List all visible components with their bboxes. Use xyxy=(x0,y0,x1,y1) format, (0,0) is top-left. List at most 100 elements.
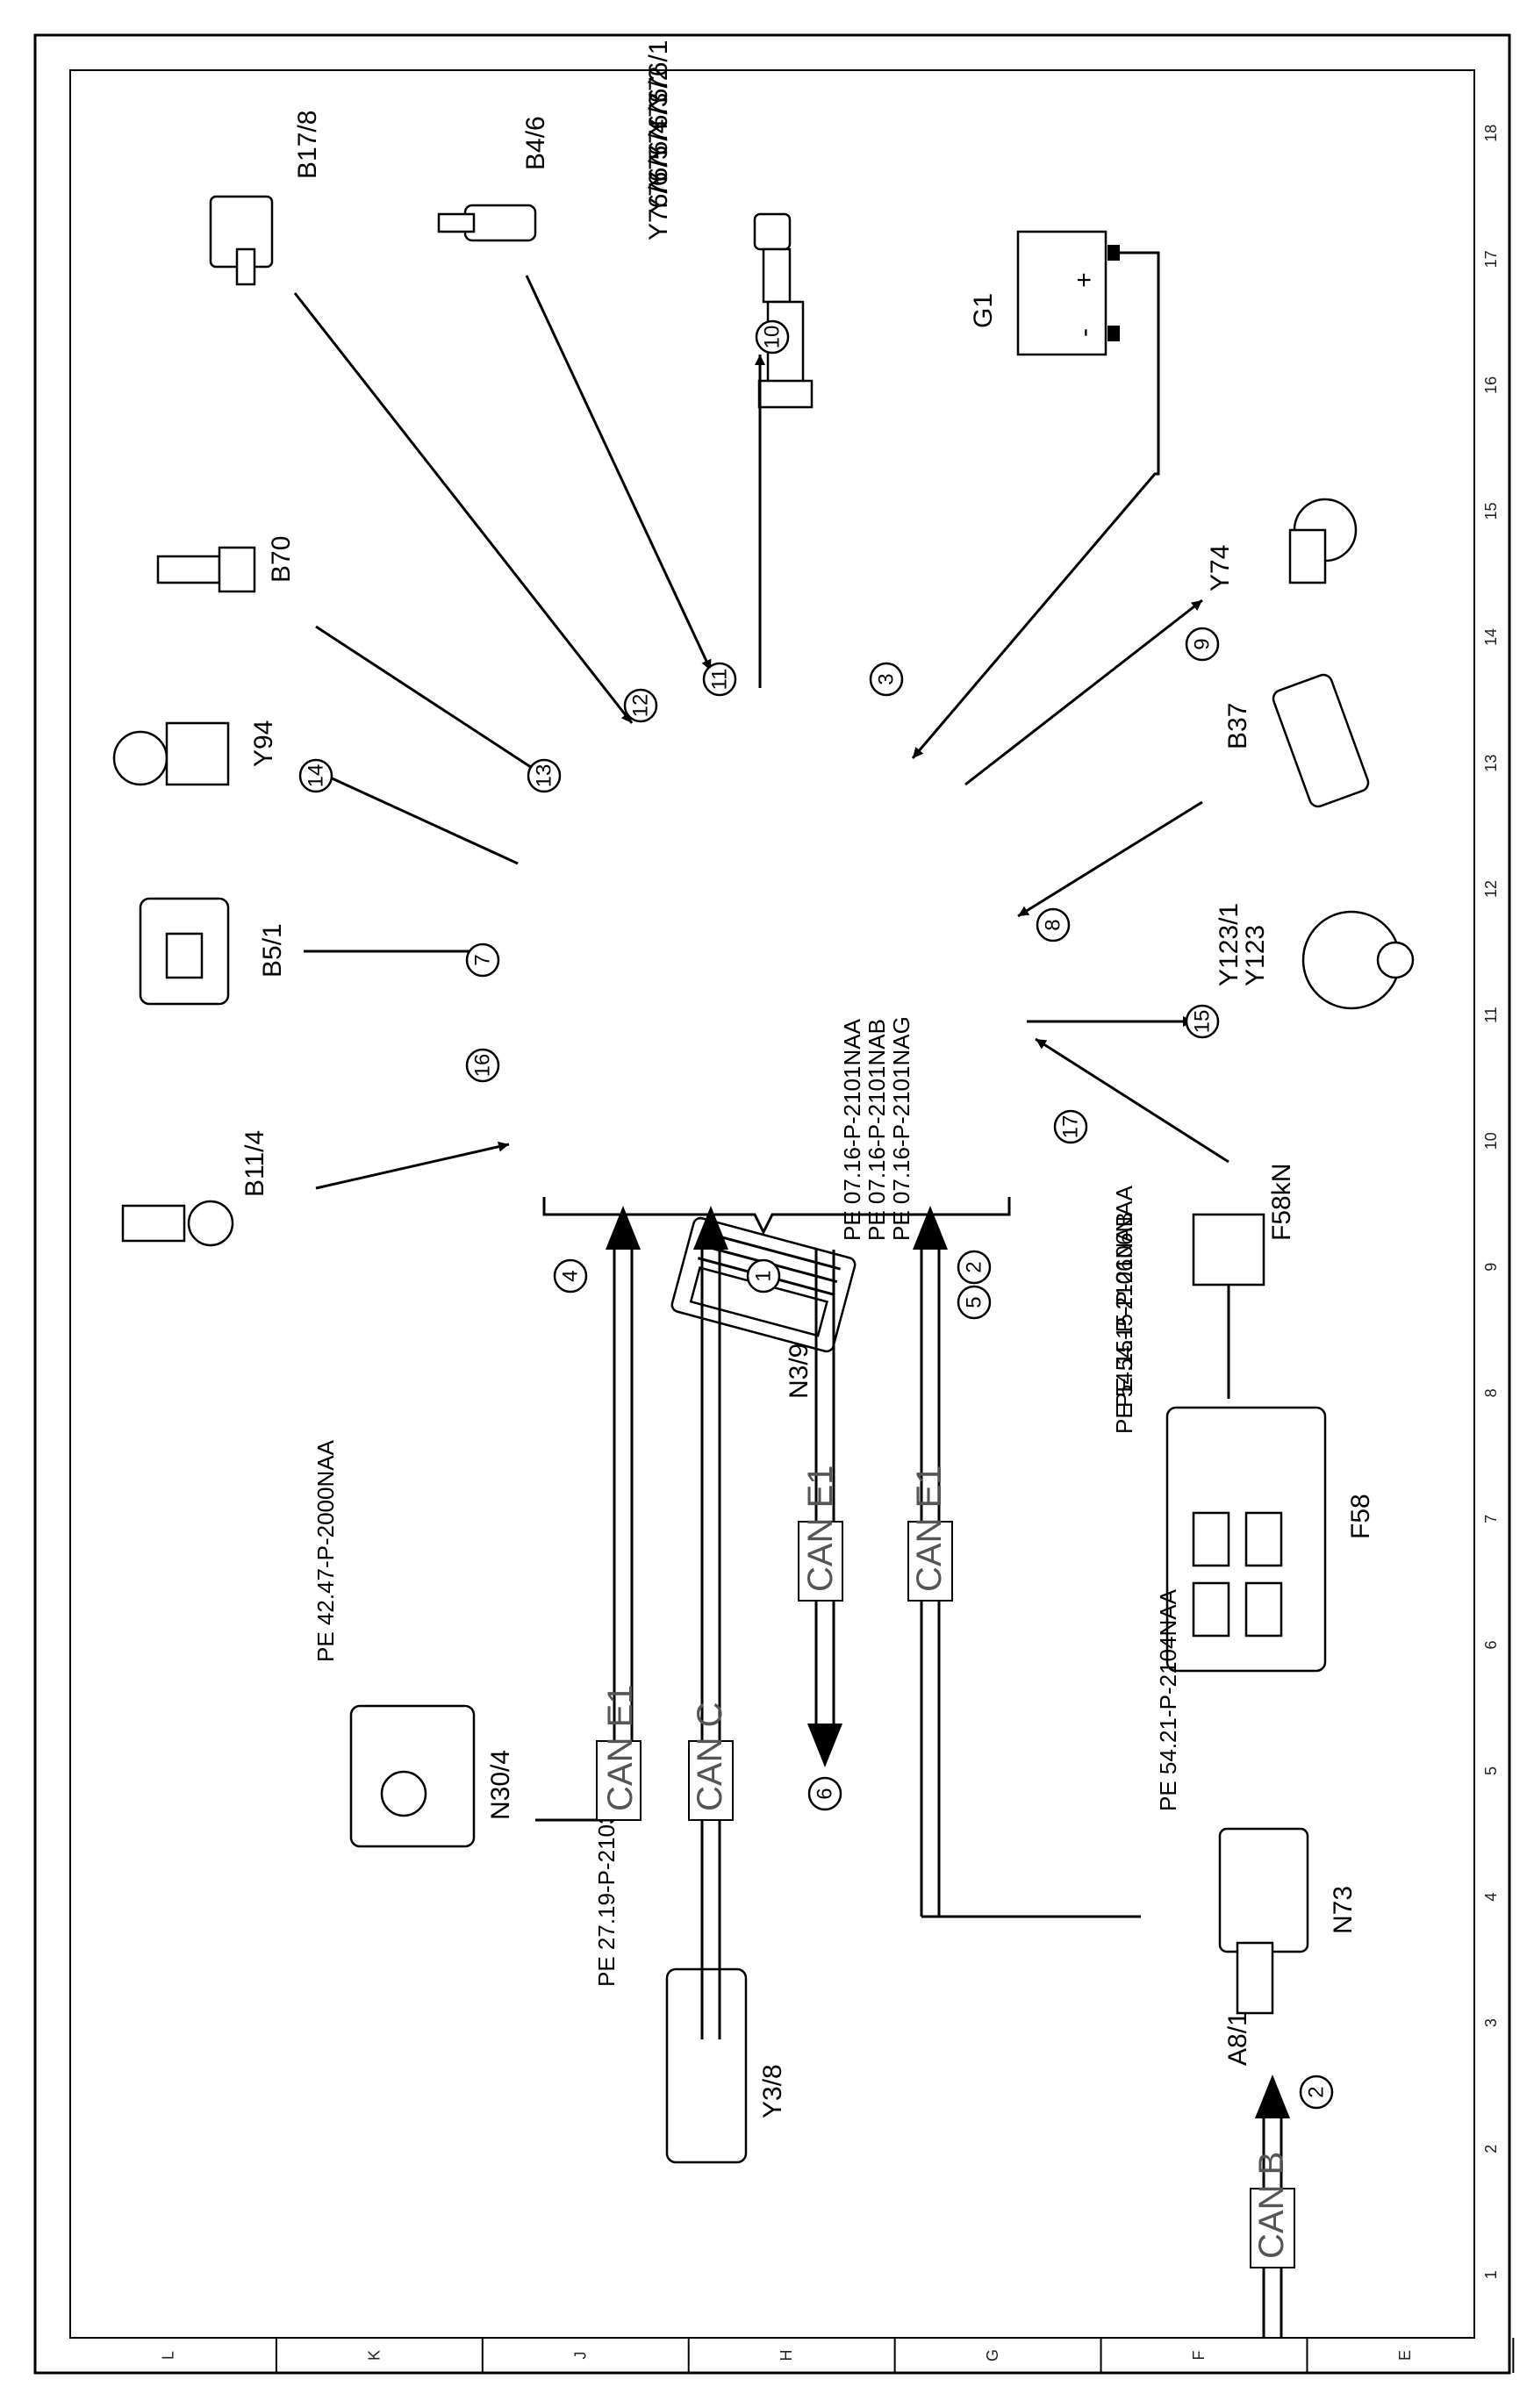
label-f58kn: F58kN xyxy=(1267,1164,1296,1241)
label-y123-1: Y123/1 xyxy=(1215,903,1244,986)
signal-4: 4 xyxy=(553,1258,588,1294)
bus-label-can-e1-out: CAN E1 xyxy=(801,1466,840,1593)
switch-n73: N73 A8/1 PE 54.21-P-2104NAA xyxy=(1155,1588,1358,2066)
bus-label-can-c: CAN C xyxy=(691,1702,729,1811)
svg-text:4: 4 xyxy=(559,1270,583,1281)
frame-number-12: 12 xyxy=(1482,880,1500,898)
frame-number-16: 16 xyxy=(1482,376,1500,394)
label-y94: Y94 xyxy=(249,720,278,767)
signal-13: 13 xyxy=(527,758,562,793)
signal-6: 6 xyxy=(807,1776,842,1811)
svg-text:12: 12 xyxy=(629,694,653,718)
svg-text:3: 3 xyxy=(875,673,899,684)
label-y76-3: Y76/3 xyxy=(644,93,673,161)
label-a8-1: A8/1 xyxy=(1223,2011,1252,2066)
frame-number-4: 4 xyxy=(1482,1893,1500,1902)
frame-number-9: 9 xyxy=(1482,1263,1500,1272)
svg-text:9: 9 xyxy=(1191,638,1215,649)
signal-7: 7 xyxy=(465,942,500,978)
sensor-b5-1: B5/1 xyxy=(139,897,491,1006)
bus-label-can-e1-n30: CAN E1 xyxy=(601,1685,640,1812)
frame-number-6: 6 xyxy=(1482,1640,1500,1649)
ref-f58-1: PE 54.15-P-2106NAA xyxy=(1111,1185,1137,1408)
frame-number-15: 15 xyxy=(1482,502,1500,520)
bus-can-e1-n30: CAN E1 xyxy=(535,1206,642,1822)
label-b70: B70 xyxy=(267,536,296,583)
bus-can-e1-n73: CAN E1 xyxy=(907,1206,1141,1918)
valve-y74: Y74 xyxy=(964,498,1358,786)
actuator-y123: Y123 Y123/1 xyxy=(1027,903,1415,1027)
signal-16: 16 xyxy=(465,1048,500,1083)
fuse-f58kn: F58kN xyxy=(1035,1037,1296,1399)
frame-number-5: 5 xyxy=(1482,1767,1500,1775)
bus-can-c: CAN C xyxy=(688,1206,734,2039)
frame-number-3: 3 xyxy=(1482,2018,1500,2027)
ref-f58-2: PE 54.15-P-2106NAB xyxy=(1111,1212,1137,1434)
label-y76-4: Y76/4 xyxy=(644,119,673,188)
valve-y94: Y94 xyxy=(112,720,519,865)
svg-text:1: 1 xyxy=(752,1270,776,1281)
module-y3-8: Y3/8 PE 27.19-P-2103NAA xyxy=(593,1764,787,2164)
module-n30-4: N30/4 PE 42.47-P-2000NAA xyxy=(312,1439,515,1848)
signal-8: 8 xyxy=(1036,907,1071,942)
frame-letter-l: L xyxy=(159,2351,176,2360)
label-y76-6: Y76/6 xyxy=(644,172,673,240)
svg-text:13: 13 xyxy=(533,764,556,788)
frame-number-14: 14 xyxy=(1482,628,1500,646)
frame-number-17: 17 xyxy=(1482,250,1500,268)
label-y74: Y74 xyxy=(1206,545,1235,591)
svg-text:14: 14 xyxy=(305,764,328,788)
frame-number-11: 11 xyxy=(1482,1007,1500,1023)
label-b17-8: B17/8 xyxy=(293,111,322,179)
frame-number-7: 7 xyxy=(1482,1515,1500,1523)
svg-text:16: 16 xyxy=(471,1054,495,1078)
label-b11-4: B11/4 xyxy=(240,1130,269,1197)
label-y3-8: Y3/8 xyxy=(758,2064,787,2118)
frame-number-10: 10 xyxy=(1482,1132,1500,1150)
label-g1: G1 xyxy=(969,293,998,328)
bus-can-e1-out: CAN E1 xyxy=(798,1250,843,1767)
label-f58: F58 xyxy=(1346,1494,1375,1539)
frame-letter-k: K xyxy=(365,2350,383,2361)
label-b4-6: B4/6 xyxy=(521,116,550,170)
ref-n30-4: PE 42.47-P-2000NAA xyxy=(312,1439,339,1662)
svg-text:7: 7 xyxy=(471,954,495,965)
sensor-b4-6: B4/6 xyxy=(437,116,713,671)
svg-text:5: 5 xyxy=(963,1296,986,1308)
signal-11: 11 xyxy=(702,662,737,697)
svg-text:2: 2 xyxy=(1305,2086,1329,2097)
label-y76-2: Y76/2 xyxy=(644,67,673,135)
ref-n73: PE 54.21-P-2104NAA xyxy=(1155,1588,1181,1811)
svg-text:6: 6 xyxy=(814,1788,837,1799)
battery-g1: + - G1 xyxy=(911,230,1160,759)
label-b37: B37 xyxy=(1223,703,1252,749)
frame-number-13: 13 xyxy=(1482,755,1500,772)
frame-letter-g: G xyxy=(984,2349,1001,2361)
fuse-box-f58: F58 PE 54.15-P-2106NAA PE 54.15-P-2106NA… xyxy=(1111,1185,1375,1673)
control-unit-n3-9: N3/9 PE 07.16-P-2101NAA PE 07.16-P-2101N… xyxy=(670,1016,914,1399)
label-n3-9: N3/9 xyxy=(785,1344,814,1399)
svg-text:8: 8 xyxy=(1042,919,1065,930)
battery-plus-sign: + xyxy=(1070,272,1099,288)
sensor-b17-8: B17/8 xyxy=(209,111,634,724)
label-b5-1: B5/1 xyxy=(258,923,287,978)
frame-letter-e: E xyxy=(1396,2350,1414,2361)
label-y123: Y123 xyxy=(1241,925,1270,986)
frame-letter-f: F xyxy=(1190,2351,1208,2361)
frame-number-18: 18 xyxy=(1482,125,1500,142)
signal-3: 3 xyxy=(869,662,904,697)
signal-12: 12 xyxy=(623,688,658,723)
signal-1: 1 xyxy=(746,1258,781,1294)
label-n73: N73 xyxy=(1329,1886,1358,1934)
frame-letter-h: H xyxy=(778,2350,795,2361)
svg-text:2: 2 xyxy=(963,1261,986,1272)
signal-10: 10 xyxy=(755,319,790,355)
bus-can-b: CAN B xyxy=(1250,2075,1295,2338)
signal-2: 2 xyxy=(957,1250,992,1285)
frame-number-1: 1 xyxy=(1482,2270,1500,2279)
bus-label-can-b: CAN B xyxy=(1252,2152,1291,2259)
frame-number-8: 8 xyxy=(1482,1388,1500,1397)
label-n30-4: N30/4 xyxy=(486,1750,515,1820)
sensor-b70: B70 xyxy=(156,536,545,778)
